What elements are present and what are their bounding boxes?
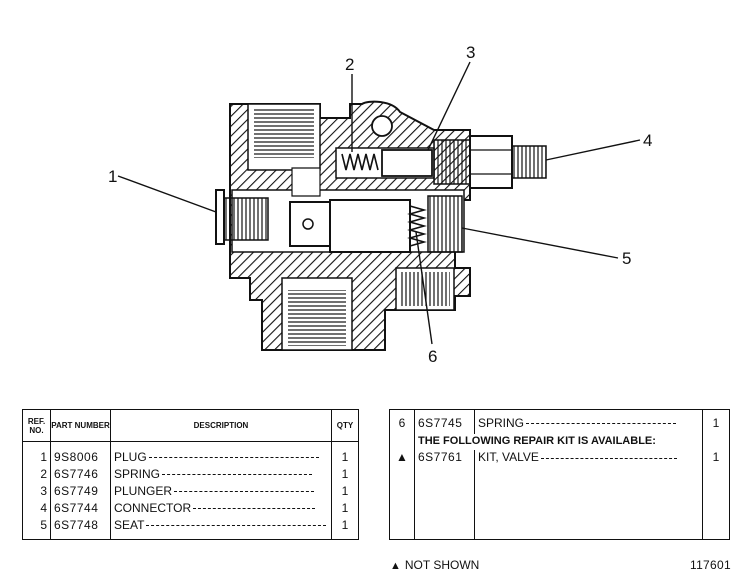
description-text: CONNECTOR: [114, 500, 192, 515]
callout-5: 5: [622, 249, 631, 268]
table-row: 3 6S7749 PLUNGER 1: [22, 482, 359, 499]
table-row: 5 6S7748 SEAT 1: [22, 516, 359, 540]
connector-part: [433, 135, 547, 189]
ref-cell: 5: [22, 516, 51, 540]
table-row: 4 6S7744 CONNECTOR 1: [22, 499, 359, 516]
footnote-text: NOT SHOWN: [404, 558, 480, 572]
part-number-cell: 6S7744: [50, 499, 111, 516]
leader-dashes: [193, 507, 316, 509]
leader-dashes: [540, 457, 677, 459]
leader-lines: [117, 61, 641, 345]
qty-cell: 1: [702, 408, 730, 434]
notice-ref-blank: [389, 433, 415, 451]
description-cell: SPRING: [110, 465, 332, 482]
valve-cross-section-diagram: 1 2 3 4 5 6: [108, 43, 652, 366]
part-number-cell: 6S7748: [50, 516, 111, 540]
plunger-part: [289, 199, 411, 253]
qty-cell: 1: [331, 499, 359, 516]
qty-cell: 1: [331, 441, 359, 465]
top-spring-part: [341, 153, 379, 171]
empty-cell: [474, 467, 703, 540]
qty-cell: 1: [331, 482, 359, 499]
qty-cell: 1: [331, 465, 359, 482]
part-number-header: PART NUMBER: [50, 409, 111, 442]
description-cell: SEAT: [110, 516, 332, 540]
callout-6: 6: [428, 347, 437, 366]
parts-list-table: REF. NO. PART NUMBER DESCRIPTION QTY 1 9…: [22, 409, 359, 540]
callout-3: 3: [466, 43, 475, 62]
description-text: SEAT: [114, 517, 145, 532]
description-cell: KIT, VALVE: [474, 450, 703, 467]
qty-cell: 1: [331, 516, 359, 540]
table-row: 2 6S7746 SPRING 1: [22, 465, 359, 482]
part-number-cell: 6S7746: [50, 465, 111, 482]
part-number-cell: 6S7761: [414, 450, 475, 467]
description-text: PLUNGER: [114, 483, 173, 498]
figure-number: 117601: [690, 558, 731, 572]
leader-dashes: [146, 524, 327, 526]
not-shown-marker-icon: ▲: [389, 450, 415, 467]
part-number-cell: 6S7749: [50, 482, 111, 499]
part-number-cell: 6S7745: [414, 408, 475, 434]
empty-row: [389, 467, 730, 540]
description-cell: PLUG: [110, 441, 332, 465]
table-row: 1 9S8006 PLUG 1: [22, 441, 359, 465]
description-header: DESCRIPTION: [110, 409, 332, 442]
qty-cell: 1: [702, 450, 730, 467]
qty-header: QTY: [331, 409, 359, 442]
leader-dashes: [174, 490, 315, 492]
empty-cell: [389, 467, 415, 540]
ref-cell: 4: [22, 499, 51, 516]
description-text: KIT, VALVE: [478, 450, 539, 465]
bore-spring-part: [407, 205, 427, 247]
ref-cell: 3: [22, 482, 51, 499]
ref-no-header: REF. NO.: [22, 409, 51, 442]
repair-kit-notice: THE FOLLOWING REPAIR KIT IS AVAILABLE:: [414, 433, 703, 451]
callout-4: 4: [643, 131, 652, 150]
ref-cell: 1: [22, 441, 51, 465]
description-text: SPRING: [478, 416, 525, 430]
footnote: ▲NOT SHOWN: [390, 558, 479, 572]
description-cell: CONNECTOR: [110, 499, 332, 516]
ref-cell: 6: [389, 408, 415, 434]
callout-2: 2: [345, 55, 354, 74]
callout-1: 1: [108, 167, 117, 186]
notice-row: THE FOLLOWING REPAIR KIT IS AVAILABLE:: [389, 433, 730, 451]
seat-part: [427, 195, 463, 253]
part-number-cell: 9S8006: [50, 441, 111, 465]
ref-cell: 2: [22, 465, 51, 482]
leader-dashes: [162, 473, 313, 475]
description-text: SPRING: [114, 466, 161, 481]
plug-part: [215, 189, 269, 245]
leader-dashes: [526, 423, 677, 425]
leader-dashes: [148, 456, 319, 458]
triangle-icon: ▲: [390, 560, 401, 572]
parts-list-continuation-table: 6 6S7745 SPRING 1 THE FOLLOWING REPAIR K…: [389, 408, 730, 540]
description-text: PLUG: [114, 449, 147, 464]
table-row: ▲ 6S7761 KIT, VALVE 1: [389, 450, 730, 467]
empty-cell: [702, 467, 730, 540]
description-cell: PLUNGER: [110, 482, 332, 499]
description-cell: SPRING: [474, 408, 703, 434]
table-row: 6 6S7745 SPRING 1: [389, 408, 730, 434]
notice-qty-blank: [702, 433, 730, 451]
empty-cell: [414, 467, 475, 540]
